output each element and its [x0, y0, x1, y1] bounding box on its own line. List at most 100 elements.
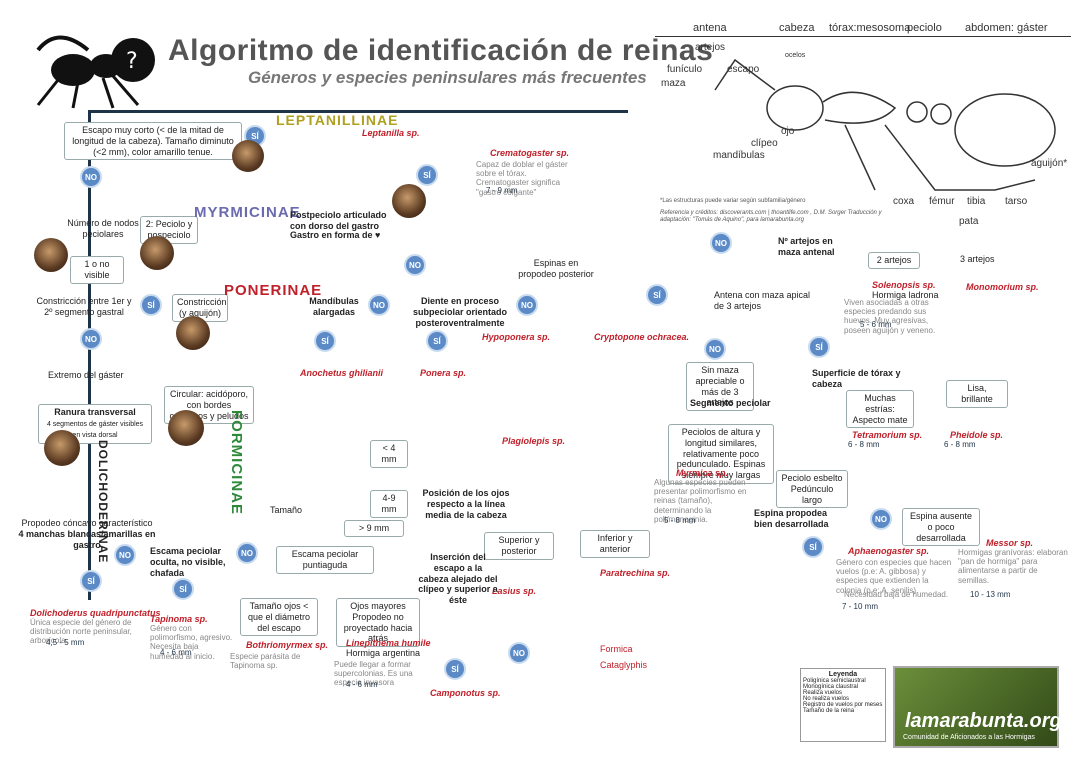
- yes-diente: SÍ: [426, 330, 448, 352]
- section-peciolo: peciolo: [907, 22, 942, 34]
- section-cabeza: cabeza: [779, 22, 815, 34]
- label-coxa: coxa: [893, 196, 915, 207]
- photo-crematogaster-head: [392, 184, 426, 218]
- size-dolichoderus: 4,5 - 5 mm: [46, 638, 85, 647]
- species-paratrechina: Paratrechina sp.: [600, 568, 671, 578]
- species-ponera: Ponera sp.: [420, 368, 467, 378]
- ant-outline: [714, 58, 1056, 191]
- opt-sin-maza: Sin maza apreciable o más de 3 artejos: [686, 362, 754, 412]
- desc-crematogaster: Capaz de doblar el gáster sobre el tórax…: [476, 160, 568, 197]
- page-title: Algoritmo de identificación de reinas: [168, 34, 714, 67]
- opt-espina-ausente: Espina ausente o poco desarrollada: [902, 508, 980, 547]
- q-propodeo: Propodeo cóncavo característico 4 mancha…: [18, 518, 156, 550]
- label-femur: fémur: [929, 196, 955, 207]
- no-mandibulas: NO: [368, 294, 390, 316]
- species-monomorium: Monomorium sp.: [966, 282, 1039, 292]
- anatomy-credits: Referencia y créditos: discoverants.com …: [660, 210, 882, 223]
- q-extremo: Extremo del gáster: [48, 370, 124, 380]
- no-constriccion: NO: [80, 328, 102, 350]
- species-leptanilla: Leptanilla sp.: [362, 128, 420, 138]
- top-flow-line: [88, 110, 628, 113]
- label-tibia: tibia: [967, 196, 986, 207]
- species-messor: Messor sp.: [986, 538, 1034, 548]
- q-escapo: Escapo muy corto (< de la mitad de longi…: [64, 122, 242, 161]
- label-clipeo: clípeo: [751, 138, 778, 149]
- size-linepithema: 4 - 6 mm: [346, 680, 378, 689]
- label-pata: pata: [959, 216, 979, 227]
- subfamily-myrmicinae: MYRMICINAE: [194, 204, 301, 221]
- yes-insercion: SÍ: [444, 658, 466, 680]
- size-tetramorium: 6 - 8 mm: [848, 440, 880, 449]
- q-segmento: Segmento peciolar: [690, 398, 771, 408]
- opt-2art: 2 artejos: [868, 252, 920, 269]
- opt-escama: Escama peciolar puntiaguda: [276, 546, 374, 574]
- opt-estrias: Muchas estrías: Aspecto mate: [846, 390, 914, 429]
- opt-1nodo: 1 o no visible: [70, 256, 124, 284]
- q-diente: Diente en proceso subpeciolar orientado …: [412, 296, 508, 328]
- opt-gt9: > 9 mm: [344, 520, 404, 537]
- lamarabunta-logo[interactable]: lamarabunta.org Comunidad de Aficionados…: [893, 666, 1062, 748]
- size-tapinoma: 4 - 6 mm: [160, 648, 192, 657]
- photo-leptanilla: [232, 140, 264, 172]
- q-insercion: Inserción del escapo a la cabeza alejado…: [418, 552, 498, 606]
- size-myrmica: 5 - 8 mm: [664, 516, 696, 525]
- label-artejos: artejos: [695, 42, 726, 53]
- desc-aphaenogaster: Género con especies que hacen vuelos (p.…: [836, 558, 952, 595]
- section-torax: tórax:mesosoma: [829, 22, 911, 34]
- desc-tapinoma: Género con polimorfismo, agresivo. Neces…: [150, 624, 233, 661]
- desc-messor: Hormigas granívoras: elaboran "pan de ho…: [958, 548, 1068, 585]
- label-ocelos: ocelos: [785, 52, 806, 59]
- section-antena: antena: [693, 22, 727, 34]
- yes-maza: SÍ: [808, 336, 830, 358]
- common-solenopsis: Hormiga ladrona: [872, 290, 939, 300]
- species-camponotus: Camponotus sp.: [430, 688, 501, 698]
- label-ojo: ojo: [781, 126, 795, 137]
- desc-dolichoderus: Única especie del género de distribución…: [30, 618, 132, 646]
- size-solenopsis: 5 - 6 mm: [860, 320, 892, 329]
- no-espinas: NO: [710, 232, 732, 254]
- no-propodeo: NO: [114, 544, 136, 566]
- q-antena-maza: Antena con maza apical de 3 artejos: [714, 290, 811, 311]
- species-bothriomyrmex: Bothriomyrmex sp.: [246, 640, 329, 650]
- species-cryptopone: Cryptopone ochracea.: [594, 332, 690, 342]
- photo-ranura: [44, 430, 80, 466]
- opt-lisa: Lisa, brillante: [946, 380, 1008, 408]
- opt-ojos-mayores: Ojos mayores Propodeo no proyectado haci…: [336, 598, 420, 648]
- no-diente: NO: [516, 294, 538, 316]
- label-mandibulas: mandíbulas: [713, 150, 765, 161]
- q-artejos: Nº artejos en maza antenal: [778, 236, 835, 257]
- species-linepithema: Linepithema humile: [346, 638, 431, 648]
- q-postpeciolo: Postpeciolo articulado con dorso del gas…: [290, 210, 387, 231]
- ant-question-logo: ?: [36, 35, 155, 109]
- legend: Leyenda Poligínica semiclaustral Monogín…: [800, 668, 886, 742]
- common-linepithema: Hormiga argentina: [346, 648, 421, 658]
- q-constriccion: Constricción entre 1er y 2º segmento gas…: [36, 296, 132, 317]
- q-espinas: Espinas en propodeo posterior: [518, 258, 594, 279]
- size-pheidole: 6 - 8 mm: [944, 440, 976, 449]
- label-maza: maza: [661, 78, 686, 89]
- yes-constriccion: SÍ: [140, 294, 162, 316]
- no-escapo: NO: [80, 166, 102, 188]
- species-myrmica: Myrmica sp.: [676, 468, 729, 478]
- yes-escama: SÍ: [172, 578, 194, 600]
- label-escapo: escapo: [727, 64, 760, 75]
- label-tarso: tarso: [1005, 196, 1028, 207]
- subfamily-formicinae: FORMICINAE: [228, 410, 245, 515]
- note-aphaenogaster: Necesidad baja de humedad.: [844, 590, 949, 599]
- label-aguijon: aguijón*: [1031, 158, 1068, 169]
- desc-myrmica: Algunas especies pueden presentar polimo…: [654, 478, 747, 524]
- desc-linepithema: Puede llegar a formar supercolonias. Es …: [334, 660, 413, 688]
- section-abdomen: abdomen: gáster: [965, 22, 1048, 34]
- no-insercion: NO: [508, 642, 530, 664]
- photo-nodos: [34, 238, 68, 272]
- no-escama: NO: [236, 542, 258, 564]
- subfamily-ponerinae: PONERINAE: [224, 282, 323, 299]
- subfamily-leptanillinae: LEPTANILLINAE: [276, 112, 399, 128]
- species-hypoponera: Hypoponera sp.: [482, 332, 551, 342]
- species-dolichoderus: Dolichoderus quadripunctatus: [30, 608, 161, 618]
- opt-peciolos: Peciolos de altura y longitud similares,…: [668, 424, 774, 484]
- desc-solenopsis: Viven asociadas a otras especies predand…: [844, 298, 936, 335]
- species-formica: Formica: [600, 644, 633, 654]
- no-maza: NO: [704, 338, 726, 360]
- species-aphaenogaster: Aphaenogaster sp.: [848, 546, 930, 556]
